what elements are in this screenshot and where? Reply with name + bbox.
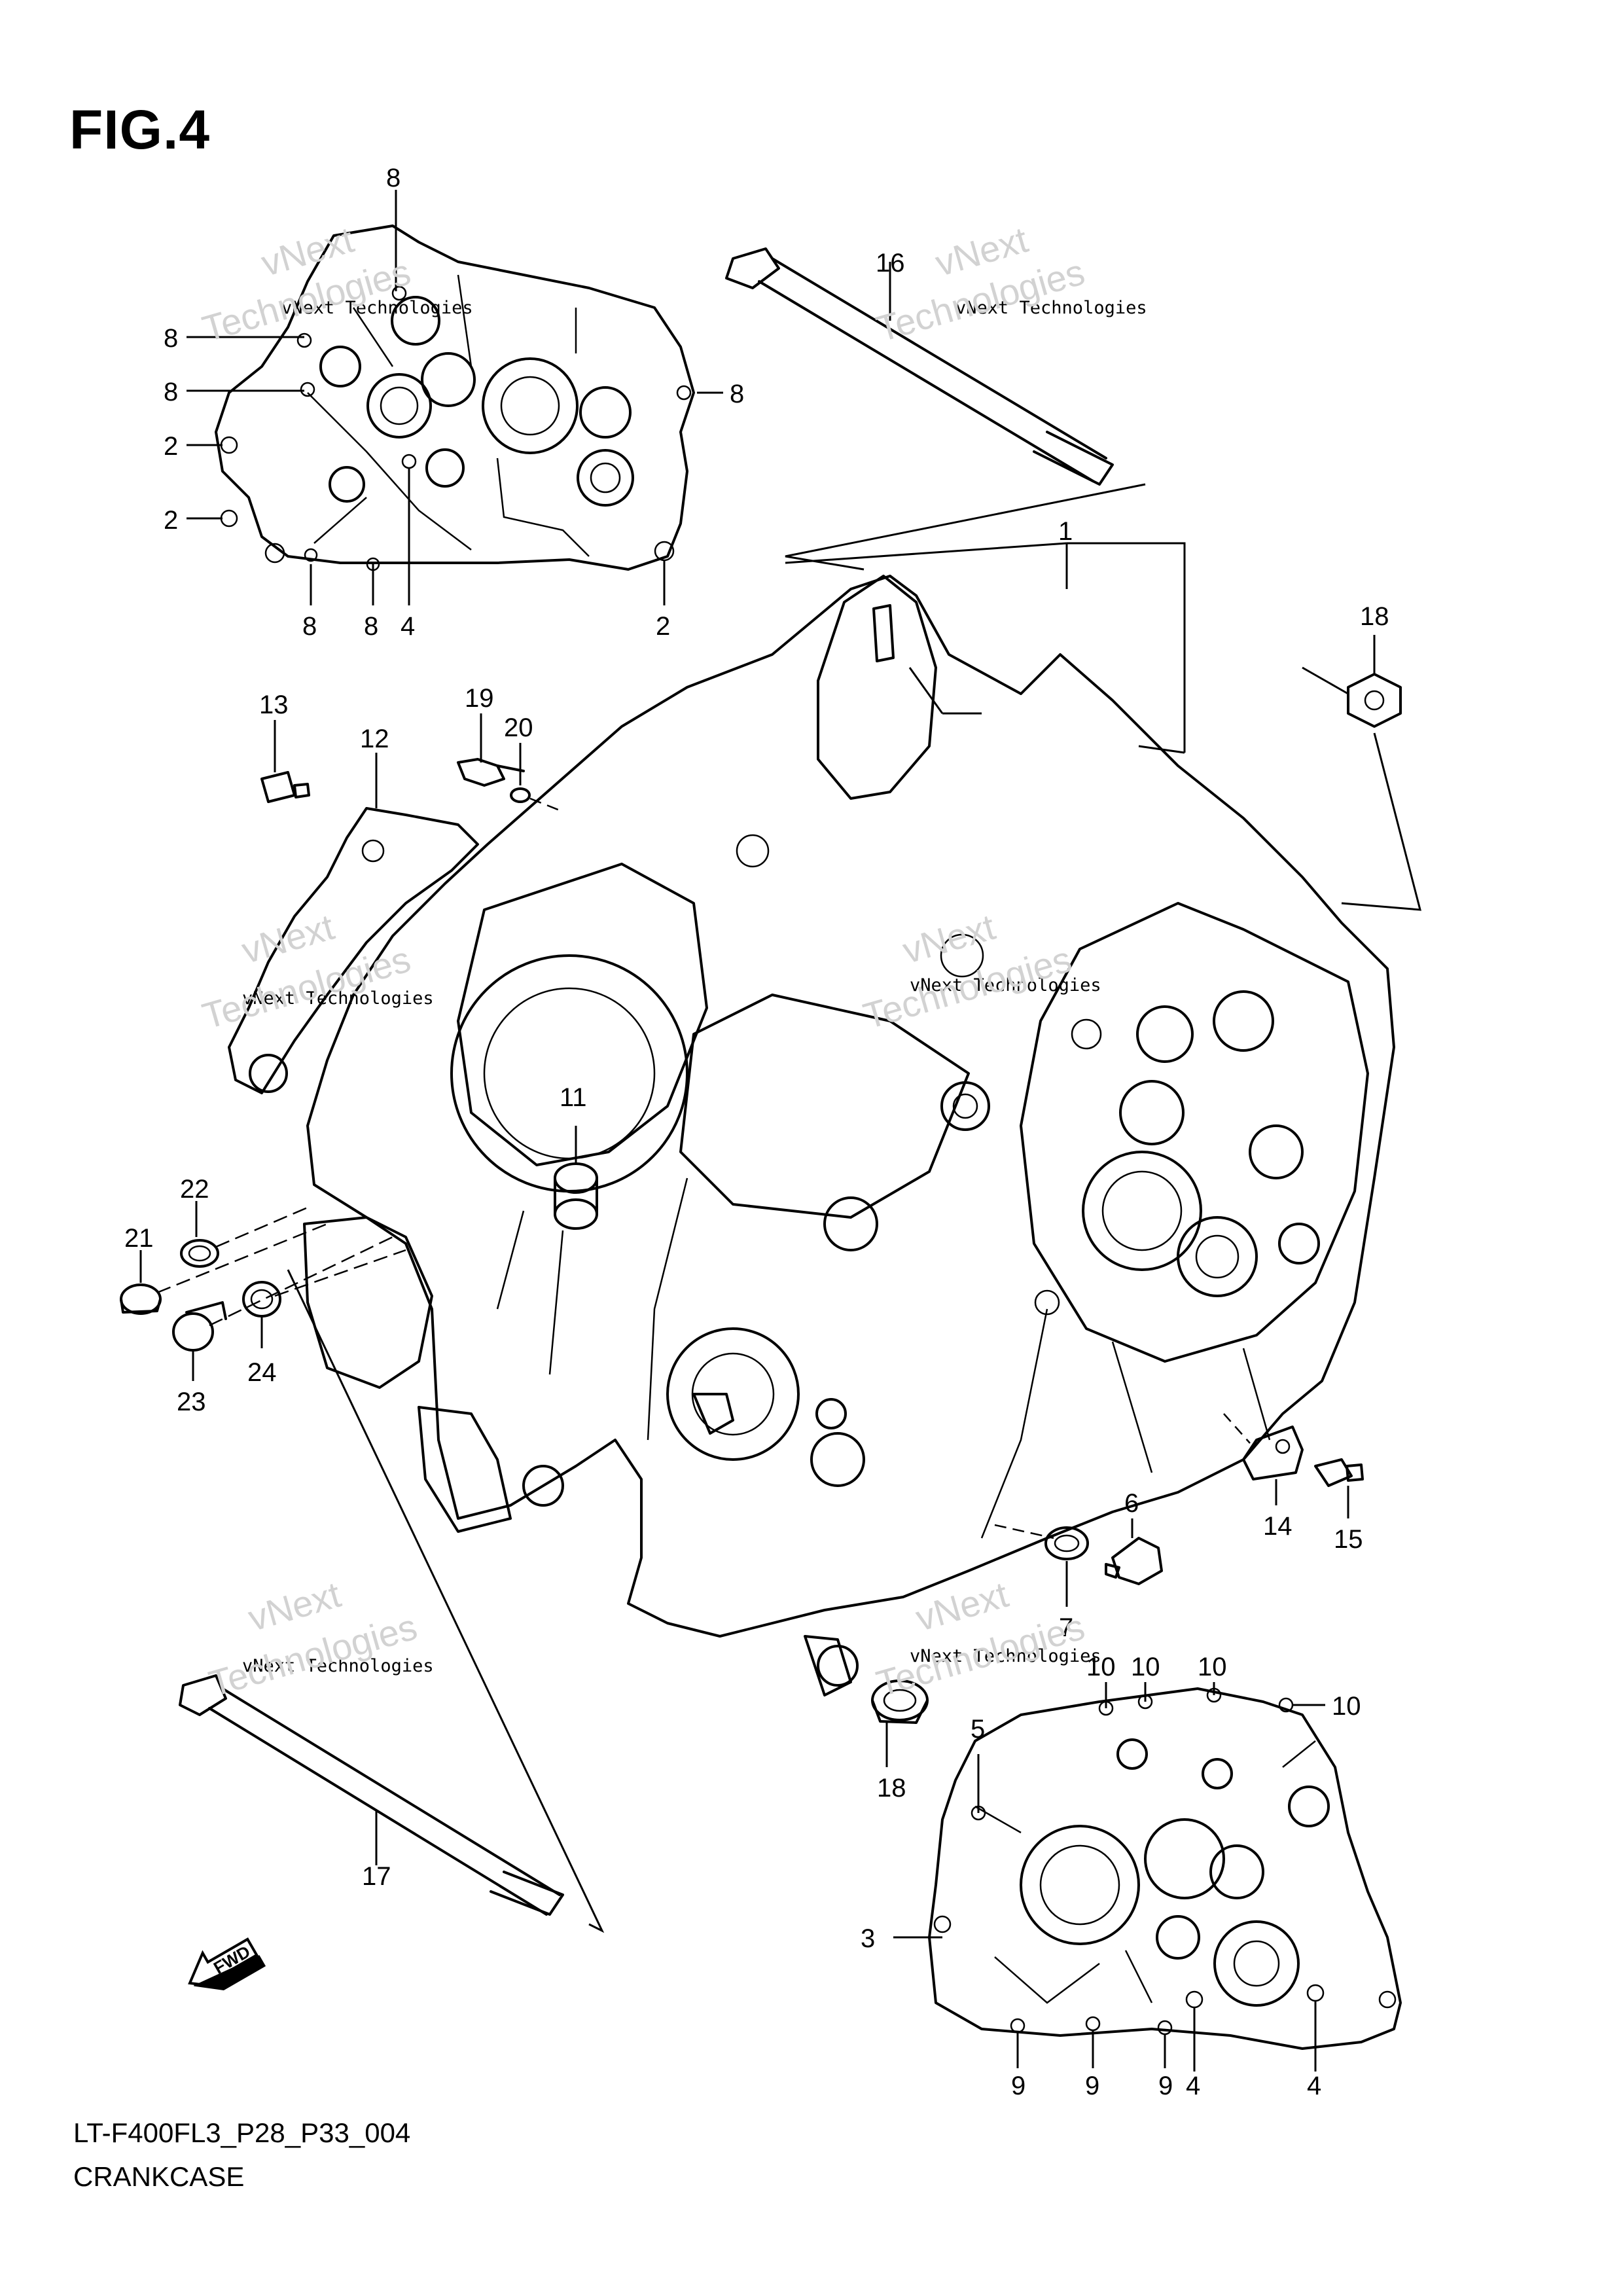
callout-17: 17: [362, 1862, 391, 1891]
callout-19: 19: [465, 684, 494, 713]
upper-crankcase-half: [215, 224, 695, 571]
callout-1-leader: [908, 543, 1068, 714]
nut-18-top: [1347, 635, 1402, 728]
callout-9: 9: [1158, 2072, 1173, 2100]
long-bolt-16: [725, 247, 1114, 486]
long-bolt-17: [179, 1674, 564, 1916]
callout-18: 18: [1360, 602, 1389, 631]
callout-18: 18: [877, 1774, 906, 1803]
upper-half-leaders: [187, 190, 723, 605]
watermark-text: vNext Technologies: [910, 1646, 1101, 1666]
callout-4: 4: [1307, 2072, 1321, 2100]
callout-5: 5: [971, 1715, 985, 1744]
callout-8: 8: [302, 612, 317, 641]
section-name: CRANKCASE: [73, 2161, 245, 2192]
callout-8: 8: [386, 164, 401, 192]
callout-10: 10: [1198, 1653, 1227, 1681]
washer-24: [242, 1281, 281, 1348]
bolt-13: [260, 720, 310, 803]
watermark-text: vNext Technologies: [281, 298, 473, 318]
plate-14: [1242, 1426, 1304, 1505]
callout-numbers: 8 8 8 8 2 2 8 8 4 2 16 1 18 13 19 20 12 …: [124, 164, 1389, 2100]
callout-22: 22: [180, 1175, 209, 1204]
callout-10: 10: [1086, 1653, 1116, 1681]
callout-6: 6: [1124, 1489, 1139, 1518]
callout-9: 9: [1011, 2072, 1026, 2100]
watermark-text: vNext Technologies: [242, 1656, 434, 1676]
callout-8: 8: [164, 378, 178, 406]
callout-2: 2: [656, 612, 670, 641]
washer-22: [180, 1201, 219, 1268]
callout-11: 11: [560, 1083, 587, 1112]
callout-12: 12: [360, 725, 389, 753]
plug-23: [172, 1301, 227, 1381]
callout-14: 14: [1263, 1512, 1293, 1541]
callout-7: 7: [1059, 1613, 1073, 1642]
callout-15: 15: [1334, 1525, 1363, 1554]
watermark-text: vNext Technologies: [242, 988, 434, 1009]
callout-1: 1: [1058, 517, 1073, 546]
callout-4: 4: [401, 612, 415, 641]
dowel-11: [554, 1126, 598, 1230]
callout-21: 21: [124, 1224, 154, 1253]
callout-9: 9: [1085, 2072, 1099, 2100]
callout-23: 23: [177, 1388, 206, 1416]
plug-21: [120, 1250, 162, 1315]
lower-half-leaders: [893, 1682, 1325, 2072]
callout-3: 3: [861, 1924, 875, 1953]
callout-10: 10: [1131, 1653, 1160, 1681]
callout-20: 20: [504, 713, 533, 742]
callout-24: 24: [247, 1358, 277, 1387]
watermark-text: vNext Technologies: [955, 298, 1147, 318]
lower-crankcase-half: [928, 1687, 1402, 2050]
callout-8: 8: [730, 380, 744, 408]
figure-title: FIG.4: [69, 99, 211, 160]
forward-arrow-icon: FWD: [188, 1937, 266, 1991]
drain-plug-6: [1105, 1518, 1163, 1585]
callout-1-bracket: [785, 542, 1186, 754]
callout-4: 4: [1186, 2072, 1200, 2100]
screw-15: [1314, 1458, 1364, 1518]
callout-8: 8: [164, 324, 178, 353]
callout-2: 2: [164, 432, 178, 461]
watermark-text: vNext Technologies: [910, 975, 1101, 996]
main-crankcase: [303, 575, 1395, 1696]
callout-2: 2: [164, 506, 178, 535]
nut-18-bottom: [871, 1679, 929, 1767]
callout-16: 16: [876, 249, 905, 278]
gasket-12: [228, 807, 479, 1094]
callout-13: 13: [259, 691, 289, 719]
o-ring-20: [510, 743, 531, 803]
washer-7: [1044, 1526, 1089, 1607]
callout-8: 8: [364, 612, 378, 641]
callout-10: 10: [1332, 1692, 1361, 1721]
fitting-19: [457, 713, 525, 787]
diagram-code: LT-F400FL3_P28_P33_004: [73, 2117, 411, 2148]
